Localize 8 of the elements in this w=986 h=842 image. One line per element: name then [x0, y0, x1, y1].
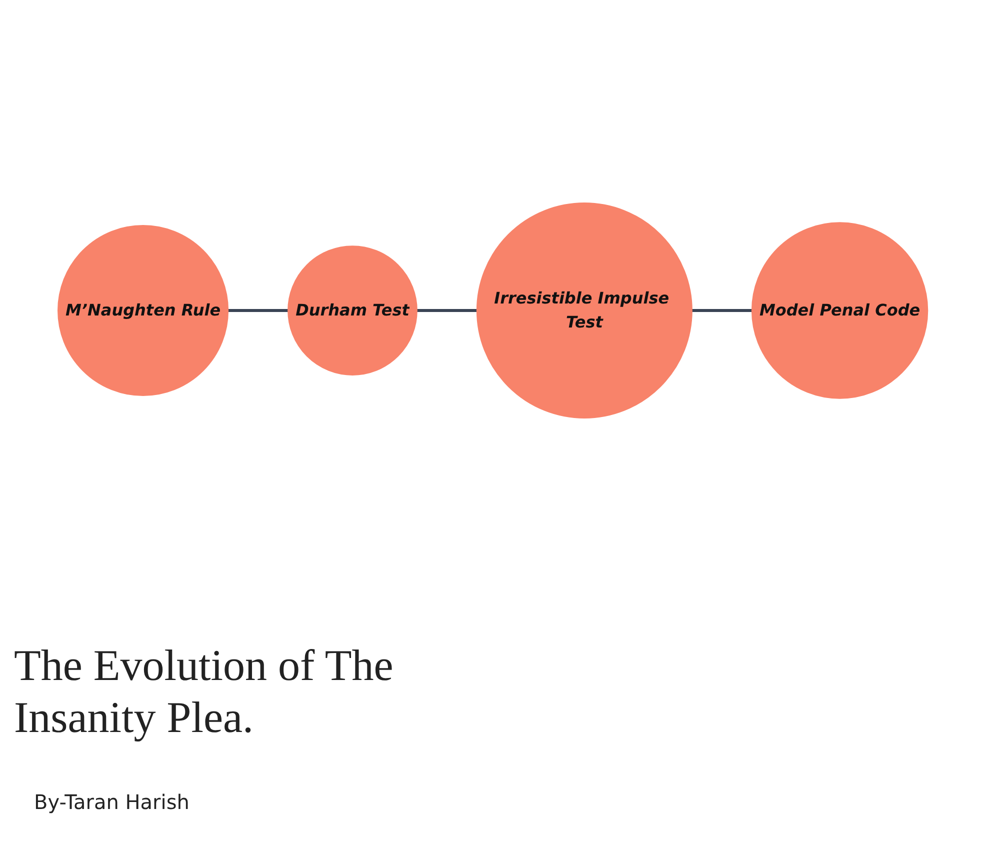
- node-circle: Irresistible Impulse Test: [476, 202, 693, 418]
- title: The Evolution of The Insanity Plea.: [14, 640, 394, 744]
- node-circle: Model Penal Code: [752, 222, 928, 398]
- connector: [417, 308, 478, 312]
- node-circle: M’Naughten Rule: [58, 224, 229, 396]
- connector: [692, 308, 752, 312]
- author-line: By-Taran Harish: [34, 790, 190, 814]
- connector: [228, 308, 288, 312]
